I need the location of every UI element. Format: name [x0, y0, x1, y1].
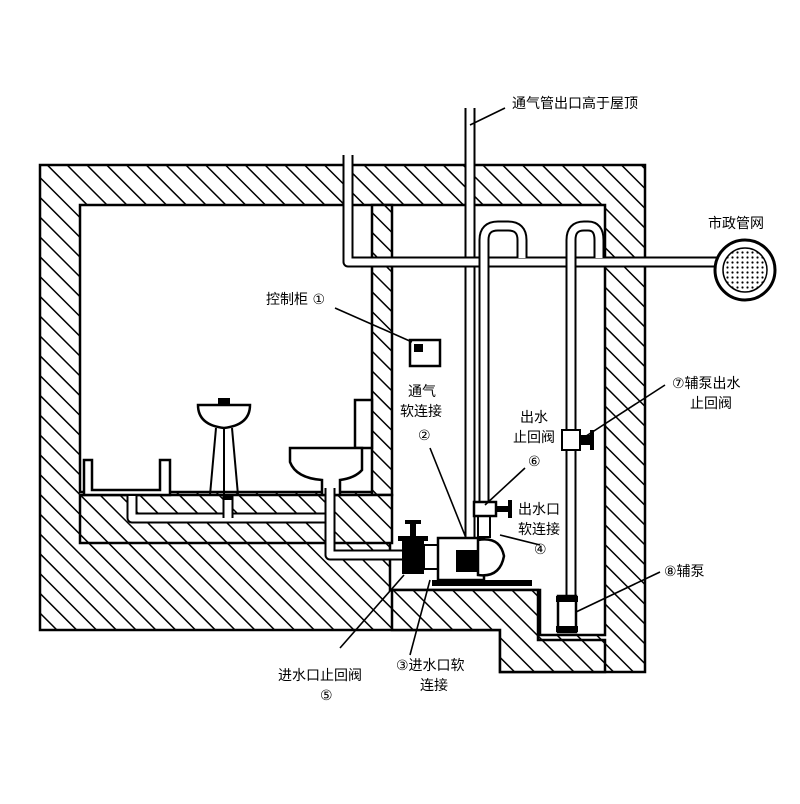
municipal-pipe [713, 238, 777, 302]
label-vent-outlet: 通气管出口高于屋顶 [512, 95, 638, 112]
label-municipal-network: 市政管网 [708, 215, 764, 232]
bathtub [82, 458, 172, 497]
outlet-soft-connection [477, 514, 491, 538]
label-inlet-check-valve: 进水口止回阀 [278, 668, 362, 684]
aux-pump [556, 594, 578, 634]
main-pump-assembly [398, 500, 532, 586]
label-control-cabinet: 控制柜 ① [266, 292, 325, 308]
inlet-soft-connection [423, 544, 439, 570]
label-outlet-check-valve-2: 止回阀 [513, 430, 555, 446]
label-outlet-check-valve-1: 出水 [520, 410, 548, 426]
partition-wall [370, 203, 394, 497]
control-cabinet [408, 338, 442, 368]
text-labels: 通气管出口高于屋顶 市政管网 控制柜 ① 通气 软连接 ② 出水 止回阀 ⑥ 出… [266, 95, 764, 704]
label-vent-soft-connection-1: 通气 [408, 384, 436, 400]
label-outlet-soft-connection-num: ④ [534, 542, 547, 558]
roof-vent-pipes [342, 108, 476, 545]
label-outlet-soft-connection-1: 出水口 [518, 502, 560, 518]
label-outlet-soft-connection-2: 软连接 [518, 521, 560, 538]
toilet [288, 398, 374, 497]
label-vent-soft-connection-2: 软连接 [400, 403, 442, 420]
aux-pump-check-valve [561, 429, 594, 451]
inlet-check-valve [402, 540, 424, 574]
floor-drain-pipes [126, 488, 405, 561]
label-outlet-check-valve-num: ⑥ [528, 454, 541, 470]
wash-basin [196, 398, 252, 496]
discharge-pipes [375, 220, 725, 600]
label-aux-check-valve-2: 止回阀 [690, 396, 732, 412]
label-aux-check-valve-1: ⑦辅泵出水 [672, 376, 741, 392]
pump-room-floor [390, 588, 607, 674]
label-aux-pump: ⑧辅泵 [664, 564, 705, 580]
label-inlet-soft-connection-2: 连接 [420, 677, 448, 694]
label-inlet-soft-connection-1: ③进水口软 [396, 658, 465, 674]
leader-lines [334, 107, 666, 656]
label-vent-soft-connection-num: ② [418, 428, 431, 444]
label-inlet-check-valve-num: ⑤ [320, 688, 333, 704]
